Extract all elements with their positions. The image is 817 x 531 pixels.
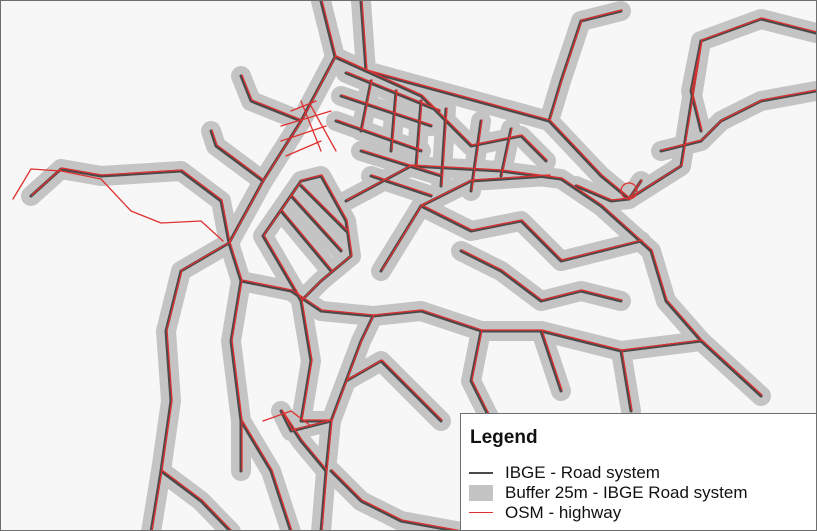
map-legend: Legend IBGE - Road system Buffer 25m - I… — [460, 413, 816, 530]
legend-item-label: IBGE - Road system — [505, 463, 660, 482]
line-swatch-icon — [467, 504, 497, 522]
legend-title: Legend — [470, 427, 538, 448]
osm-roundabout — [620, 182, 638, 200]
osm-highway-layer — [12, 1, 816, 530]
legend-item-ibge-road: IBGE - Road system — [467, 463, 816, 482]
fill-swatch-icon — [467, 484, 497, 502]
legend-item-label: OSM - highway — [505, 503, 622, 522]
legend-item-label: Buffer 25m - IBGE Road system — [505, 483, 748, 502]
osm-extra-road — [12, 168, 224, 242]
osm-extra-segment — [262, 410, 312, 427]
osm-extra-streets — [280, 100, 337, 157]
line-swatch-icon — [467, 464, 497, 482]
legend-item-buffer: Buffer 25m - IBGE Road system — [467, 483, 816, 502]
legend-item-osm-highway: OSM - highway — [467, 503, 816, 522]
